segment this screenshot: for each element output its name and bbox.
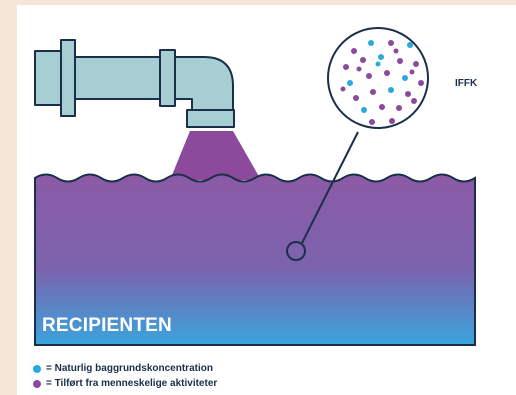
legend: = Naturlig baggrundskoncentration = Tilf… (33, 361, 217, 391)
outlet-pipe (34, 39, 235, 128)
legend-item-added: = Tilført fra menneskelige aktiviteter (33, 376, 217, 391)
zoom-circle (327, 27, 429, 129)
recipient-title: RECIPIENTEN (42, 315, 172, 336)
legend-label-added: = Tilført fra menneskelige aktiviteter (46, 378, 218, 389)
discharge-plume (170, 131, 261, 180)
legend-item-natural: = Naturlig baggrundskoncentration (33, 361, 217, 376)
legend-label-natural: = Naturlig baggrundskoncentration (46, 363, 213, 374)
recipient-water (34, 173, 476, 346)
natural-dot-icon (33, 364, 41, 373)
added-dot-icon (33, 379, 41, 388)
zoom-particles (340, 40, 424, 125)
zoom-connector (301, 131, 359, 244)
zoom-label-iffk: IFFK (455, 78, 478, 89)
sample-point-marker (286, 241, 306, 261)
